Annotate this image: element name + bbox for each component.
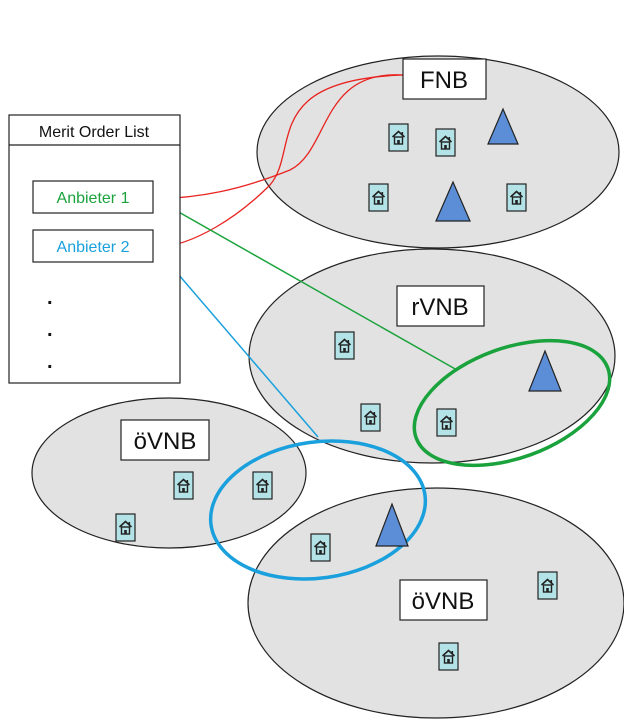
- ovnb-left-label-box: [120, 419, 210, 461]
- fnb-label: FNB: [420, 67, 468, 94]
- provider-1-label: Anbieter 1: [57, 190, 130, 207]
- house-icon: [334, 331, 355, 360]
- provider-2-label: Anbieter 2: [57, 239, 130, 256]
- merit-order-title: Merit Order List: [39, 124, 150, 141]
- green-group: [412, 338, 612, 468]
- list-dot-2: .: [47, 319, 53, 341]
- triangle-icon: [375, 502, 409, 547]
- house-icon: [537, 571, 558, 600]
- green-link: [153, 197, 458, 371]
- house-icon: [115, 513, 136, 542]
- list-dot-3: .: [47, 351, 53, 373]
- provider-2-box[interactable]: [32, 229, 154, 263]
- house-icon: [252, 471, 273, 500]
- provider-1-box[interactable]: [32, 180, 154, 214]
- ovnb-left-region: [31, 397, 307, 549]
- house-icon: [435, 128, 456, 157]
- triangle-icon: [435, 180, 471, 222]
- rvnb-label-box: [396, 285, 485, 327]
- fnb-link-2: [154, 74, 404, 248]
- triangle-icon: [528, 349, 562, 392]
- fnb-label-box: [402, 58, 487, 100]
- house-icon: [436, 408, 457, 437]
- triangle-icon: [487, 107, 519, 145]
- rvnb-label: rVNB: [411, 294, 468, 321]
- blue-group: [208, 439, 428, 581]
- house-icon: [388, 123, 409, 152]
- fnb-link-1: [154, 74, 404, 199]
- house-icon: [438, 642, 459, 671]
- ovnb-bottom-label: öVNB: [412, 588, 475, 615]
- list-dot-1: .: [47, 287, 53, 309]
- ovnb-left-label: öVNB: [134, 428, 197, 455]
- ovnb-bottom-label-box: [399, 579, 488, 621]
- blue-link: [153, 245, 319, 438]
- house-icon: [368, 183, 389, 212]
- house-icon: [173, 471, 194, 500]
- house-icon: [310, 533, 331, 562]
- house-icon: [506, 183, 527, 212]
- house-icon: [360, 403, 381, 432]
